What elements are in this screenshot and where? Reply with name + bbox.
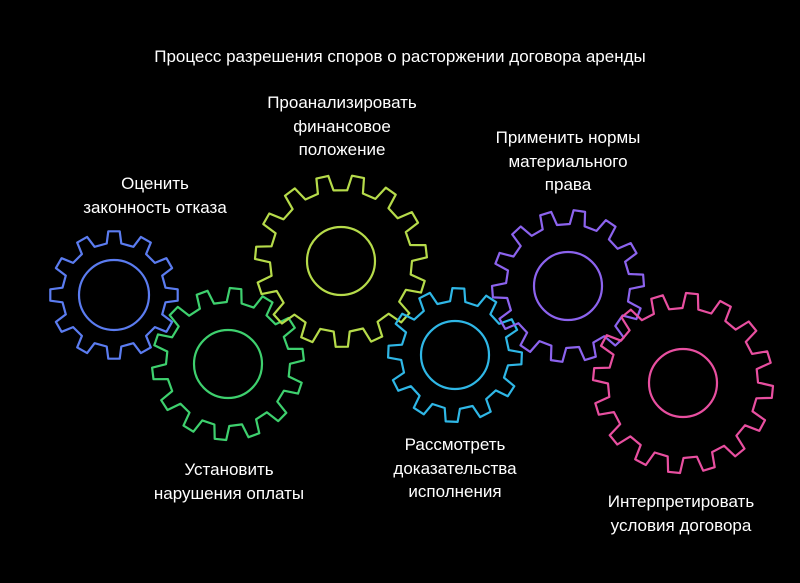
step-label-financial-position: Проанализировать финансовое положение — [267, 93, 417, 159]
gear-assess-refusal — [49, 230, 179, 360]
gear-hub — [77, 258, 151, 332]
gear-contract-terms — [591, 291, 775, 475]
step-label-substantive-law: Применить нормы материального права — [495, 128, 641, 194]
gear-outline — [490, 209, 646, 363]
gear-hub — [647, 347, 719, 419]
gear-performance-evidence — [387, 287, 523, 423]
gear-outline — [253, 174, 428, 348]
gear-hub — [192, 328, 264, 400]
gear-financial-position — [253, 174, 428, 348]
gear-outline — [49, 230, 179, 360]
gear-payment-violations — [151, 286, 305, 442]
step-label-assess-refusal: Оценить законность отказа — [83, 174, 227, 217]
gear-outline — [591, 291, 775, 475]
step-label-contract-terms: Интерпретировать условия договора — [607, 492, 755, 535]
gear-substantive-law — [490, 209, 646, 363]
gear-hub — [532, 250, 604, 322]
gear-outline — [387, 287, 523, 423]
step-label-payment-violations: Установить нарушения оплаты — [153, 460, 305, 503]
gear-hub — [305, 225, 377, 297]
gear-outline — [151, 286, 305, 442]
gear-hub — [419, 319, 491, 391]
diagram-title: Процесс разрешения споров о расторжении … — [154, 47, 646, 66]
step-label-performance-evidence: Рассмотреть доказательства исполнения — [393, 435, 517, 501]
